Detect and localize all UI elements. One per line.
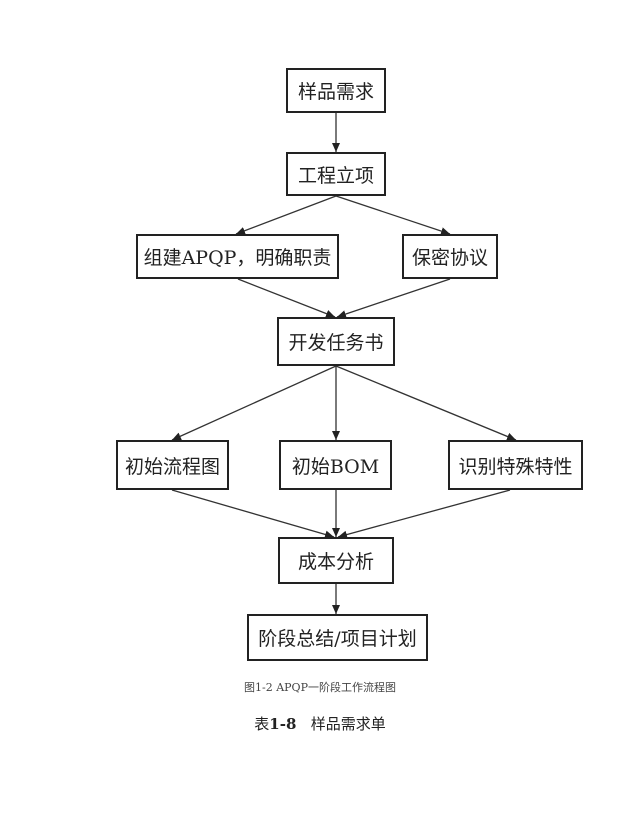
node-team-setup: 组建APQP，明确职责 [136,234,339,279]
figure-caption: 图1-2 APQP一阶段工作流程图 [244,681,396,694]
node-sample-demand: 样品需求 [286,68,386,113]
table-caption-number: 1-8 [269,715,297,733]
arrow-approval-to-team [235,195,337,235]
arrow-taskbook-to-special [335,365,517,441]
node-confidentiality: 保密协议 [402,234,498,279]
node-initial-flowchart: 初始流程图 [116,440,229,490]
arrow-approval-to-confidentiality [335,195,451,235]
arrow-team-to-taskbook [237,278,336,318]
node-special-characteristics: 识别特殊特性 [448,440,583,490]
table-caption-prefix: 表 [254,715,270,733]
node-task-book: 开发任务书 [277,317,395,366]
table-caption-title: 样品需求单 [310,715,386,733]
node-cost-analysis: 成本分析 [278,537,394,584]
arrow-flowchart-to-cost [171,489,335,539]
arrow-taskbook-to-flowchart [171,365,337,441]
arrow-special-to-cost [337,489,511,539]
node-initial-bom: 初始BOM [279,440,392,490]
table-caption: 表1-8 样品需求单 [0,713,640,734]
node-project-approval: 工程立项 [286,152,386,196]
arrow-confidentiality-to-taskbook [336,278,451,318]
node-phase-summary: 阶段总结/项目计划 [247,614,428,661]
